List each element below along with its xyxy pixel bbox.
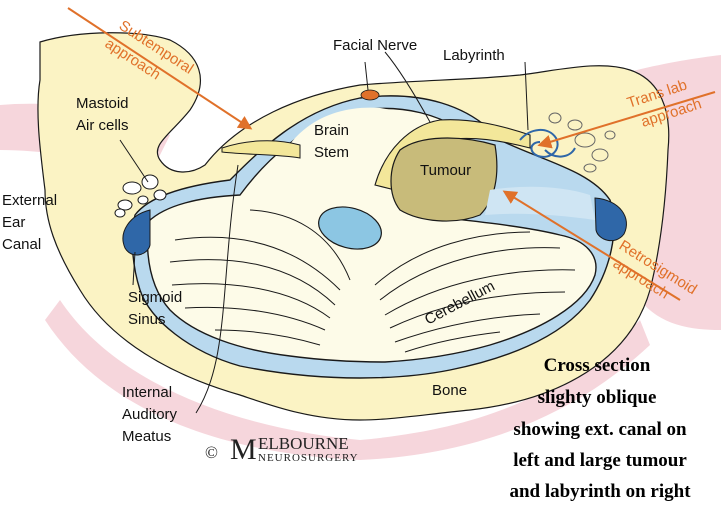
label-external-1: External	[2, 192, 57, 209]
vessel-dot	[361, 90, 379, 100]
label-sigmoid-2: Sinus	[128, 311, 166, 328]
label-external-3: Canal	[2, 236, 41, 253]
tumour	[391, 138, 497, 221]
label-brain-stem-1: Brain	[314, 122, 349, 139]
label-iam-1: Internal	[122, 384, 172, 401]
label-facial-nerve: Facial Nerve	[333, 37, 417, 54]
label-tumour: Tumour	[420, 162, 471, 179]
label-iam-2: Auditory	[122, 406, 178, 423]
label-mastoid-1: Mastoid	[76, 95, 129, 112]
label-mastoid-2: Air cells	[76, 117, 129, 134]
logo-copyright: ©	[205, 443, 218, 462]
label-brain-stem-2: Stem	[314, 144, 349, 161]
label-labyrinth: Labyrinth	[443, 47, 505, 64]
label-bone: Bone	[432, 382, 467, 399]
logo-sub: NEUROSURGERY	[258, 452, 359, 464]
logo-rest: ELBOURNE	[258, 434, 349, 453]
label-iam-3: Meatus	[122, 428, 171, 445]
caption-line-4: left and large tumour	[513, 450, 687, 471]
caption-line-3: showing ext. canal on	[513, 419, 687, 440]
caption-line-5: and labyrinth on right	[509, 481, 691, 502]
caption-line-2: slighty oblique	[538, 387, 657, 408]
label-sigmoid-1: Sigmoid	[128, 289, 182, 306]
caption-line-1: Cross section	[544, 355, 651, 376]
logo-big-letter: M	[230, 433, 257, 466]
label-external-2: Ear	[2, 214, 25, 231]
